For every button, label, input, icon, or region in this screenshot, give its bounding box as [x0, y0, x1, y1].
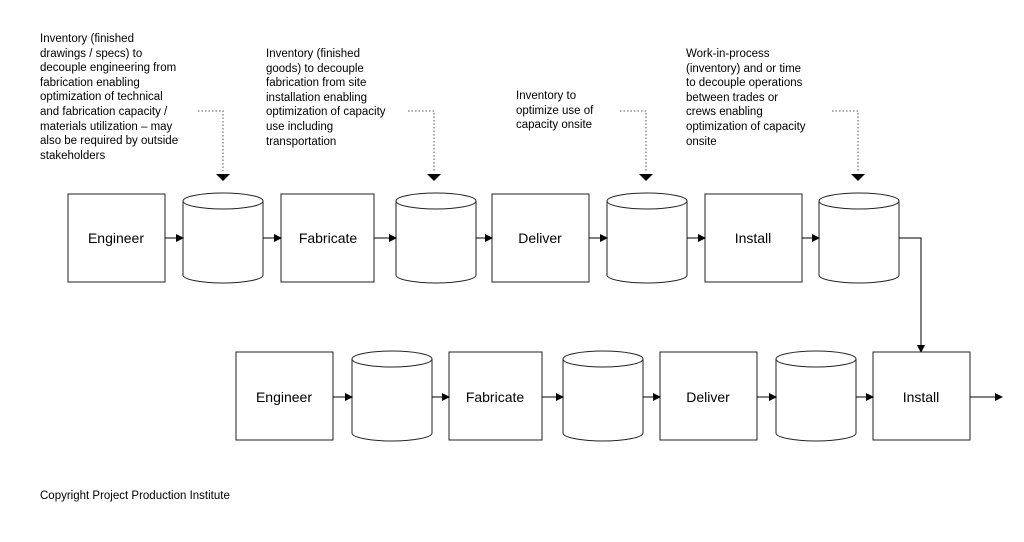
inventory-cylinder [395, 192, 477, 284]
annotation-4-line: (inventory) and or time [686, 62, 802, 75]
inventory-cylinder [775, 350, 857, 442]
process-label-fabricate: Fabricate [299, 230, 358, 246]
process-label-install: Install [735, 230, 772, 246]
annotation-4-line: between trades or [686, 91, 779, 104]
process-box-deliver [491, 193, 590, 283]
annotation-3: Inventory to optimize use of capacity on… [516, 89, 593, 133]
inventory-cylinder [351, 350, 433, 442]
annotation-3-line: Inventory to [516, 90, 577, 102]
process-label-deliver: Deliver [686, 389, 730, 405]
annotation-2-line: goods) to decouple [266, 62, 364, 75]
process-label-engineer: Engineer [256, 389, 312, 405]
annotation-4-line: crews enabling [686, 106, 763, 119]
callout-arrowhead-3 [639, 174, 653, 181]
process-box-fabricate [280, 193, 375, 283]
process-label-install: Install [903, 389, 940, 405]
annotation-1-line: drawings / specs) to [40, 47, 143, 60]
process-box-deliver [659, 351, 758, 441]
annotation-1-line: materials utilization – may [40, 120, 173, 133]
callout-leader-2 [408, 110, 435, 171]
annotation-1-line: optimization of technical [40, 91, 163, 104]
process-box-install [872, 351, 971, 441]
annotation-1-line: decouple engineering from [40, 62, 177, 75]
annotation-2-line: installation enabling [266, 91, 368, 104]
process-box-fabricate [448, 351, 543, 441]
annotation-3-line: capacity onsite [516, 119, 593, 132]
annotation-2-line: optimization of capacity [266, 106, 386, 119]
process-box-engineer [235, 351, 334, 441]
annotation-1: Inventory (finished drawings / specs) to… [40, 32, 178, 163]
annotation-2-line: fabrication from site [266, 77, 367, 90]
annotation-4-line: to decouple operations [686, 77, 803, 90]
annotation-2: Inventory (finished goods) to decouple f… [266, 47, 386, 149]
annotation-4: Work-in-process (inventory) and or time … [686, 47, 806, 149]
annotation-3-line: optimize use of [516, 104, 594, 117]
annotation-4-line: optimization of capacity [686, 120, 806, 133]
inventory-cylinder [818, 192, 900, 284]
annotation-4-line: Work-in-process [686, 48, 770, 60]
annotation-1-line: stakeholders [40, 149, 106, 162]
inventory-cylinder [606, 192, 688, 284]
callout-arrowhead-4 [851, 174, 865, 181]
annotation-2-line: transportation [266, 135, 337, 148]
process-label-deliver: Deliver [518, 230, 562, 246]
copyright-notice: Copyright Project Production Institute [40, 490, 230, 502]
annotation-1-line: and fabrication capacity / [40, 105, 168, 118]
callout-leader-3 [620, 110, 647, 171]
process-box-install [704, 193, 803, 283]
annotation-4-line: onsite [686, 135, 717, 148]
process-label-engineer: Engineer [88, 230, 144, 246]
callout-leader-4 [832, 110, 859, 171]
callout-leader-1 [198, 110, 224, 171]
annotation-2-line: Inventory (finished [266, 48, 360, 60]
annotation-2-line: use including [266, 120, 334, 133]
callout-arrowhead-1 [216, 174, 230, 181]
process-label-fabricate: Fabricate [466, 389, 525, 405]
annotation-1-line: fabrication enabling [40, 76, 140, 89]
inventory-cylinder [562, 350, 644, 442]
annotation-1-line: also be required by outside [40, 135, 179, 148]
row-link-arrow [899, 237, 925, 353]
inventory-cylinder [182, 192, 264, 284]
callout-arrowhead-2 [427, 174, 441, 181]
annotation-1-line: Inventory (finished [40, 33, 134, 45]
